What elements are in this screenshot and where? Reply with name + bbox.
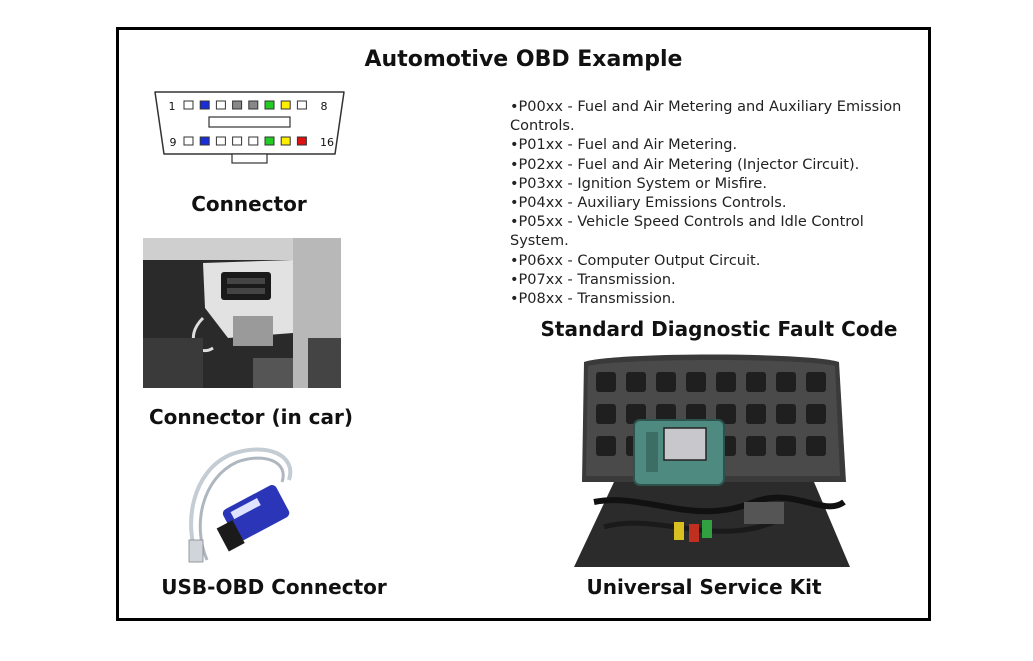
case-slot: [776, 372, 796, 392]
pins-top-row: [183, 100, 307, 110]
pin-label-16: 16: [320, 136, 334, 149]
caption-usb-obd: USB-OBD Connector: [161, 575, 387, 599]
bottom-pin-2: [199, 136, 210, 146]
fault-code-item: •P07xx - Transmission.: [510, 271, 676, 288]
fault-code-item: •P06xx - Computer Output Circuit.: [510, 252, 761, 269]
top-pin-6: [264, 100, 275, 110]
fault-code-item: •P01xx - Fuel and Air Metering.: [510, 137, 738, 154]
case-slot: [806, 404, 826, 424]
caption-connector-in-car: Connector (in car): [149, 405, 353, 429]
case-slot: [596, 404, 616, 424]
fault-code-item: •P02xx - Fuel and Air Metering (Injector…: [510, 156, 860, 173]
fault-code-item: •P04xx - Auxiliary Emissions Controls.: [510, 195, 787, 212]
caption-connector: Connector: [191, 192, 307, 216]
caption-service-kit: Universal Service Kit: [586, 575, 822, 599]
case-slot: [806, 372, 826, 392]
diagram-frame: Automotive OBD Example 1 8 9 16 Connecto…: [116, 27, 931, 621]
usb-obd-cable-photo: [177, 440, 307, 565]
connector-tab: [231, 153, 268, 164]
top-pin-2: [199, 100, 210, 110]
bottom-pin-3: [215, 136, 226, 146]
case-slot: [746, 372, 766, 392]
bottom-pin-7: [280, 136, 291, 146]
case-slot: [656, 372, 676, 392]
top-pin-7: [280, 100, 291, 110]
case-slot: [746, 436, 766, 456]
diagram-title: Automotive OBD Example: [364, 47, 683, 72]
pin-label-1: 1: [169, 100, 176, 113]
fault-code-list: •P00xx - Fuel and Air Metering and Auxil…: [510, 98, 920, 309]
fault-code-item: •P03xx - Ignition System or Misfire.: [510, 175, 767, 192]
fault-code-item: •P00xx - Fuel and Air Metering and Auxil…: [510, 99, 902, 135]
connector-center-slot: [208, 116, 291, 128]
case-slot: [626, 372, 646, 392]
top-pin-8: [296, 100, 307, 110]
bottom-pin-6: [264, 136, 275, 146]
case-slot: [596, 436, 616, 456]
case-slot: [746, 404, 766, 424]
fault-code-item: •P05xx - Vehicle Speed Controls and Idle…: [510, 214, 864, 250]
case-slot: [686, 372, 706, 392]
connector-in-car-photo: [143, 238, 341, 388]
case-slot: [596, 372, 616, 392]
caption-standard-fault-code: Standard Diagnostic Fault Code: [540, 317, 898, 341]
top-pin-3: [215, 100, 226, 110]
case-slot: [776, 436, 796, 456]
bottom-pin-4: [232, 136, 243, 146]
case-slot: [716, 372, 736, 392]
service-kit-photo: [574, 352, 850, 567]
pin-label-9: 9: [170, 136, 177, 149]
bottom-pin-1: [183, 136, 194, 146]
top-pin-1: [183, 100, 194, 110]
case-slot: [776, 404, 796, 424]
bottom-pin-8: [296, 136, 307, 146]
case-slot: [806, 436, 826, 456]
case-slot: [716, 404, 736, 424]
fault-code-item: •P08xx - Transmission.: [510, 291, 676, 308]
top-pin-5: [248, 100, 259, 110]
pins-bottom-row: [183, 136, 307, 146]
obd-connector-pinout: 1 8 9 16: [154, 91, 345, 164]
bottom-pin-5: [248, 136, 259, 146]
pin-label-8: 8: [321, 100, 328, 113]
top-pin-4: [232, 100, 243, 110]
